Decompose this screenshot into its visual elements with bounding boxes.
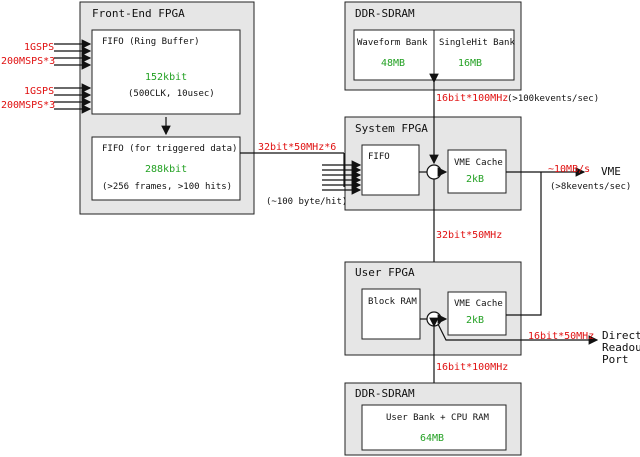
user-bank-box [361, 404, 507, 451]
waveform-bank-title: Waveform Bank [357, 38, 428, 48]
input-1gsps-bottom: 1GSPS [24, 86, 54, 97]
user-to-ddr-label: 16bit*100MHz [436, 362, 508, 373]
front-end-fpga-title: Front-End FPGA [92, 7, 185, 20]
fifo-trig-title: FIFO (for triggered data) [102, 144, 237, 154]
system-fpga-title: System FPGA [355, 122, 428, 135]
waveform-bank-box [353, 29, 435, 81]
user-switch-node [426, 311, 442, 327]
fifo-ring-detail: (500CLK, 10usec) [128, 89, 215, 99]
input-arrows [54, 39, 92, 114]
block-ram-box [361, 288, 421, 340]
per-hit-label: (~100 byte/hit) [266, 197, 347, 207]
system-fifo-title: FIFO [368, 152, 390, 162]
fifo-trig-box [91, 136, 241, 201]
system-vme-cache-size: 2kB [466, 174, 484, 185]
fe-to-sys-arrows [322, 153, 362, 195]
user-vme-cache-title: VME Cache [454, 299, 503, 309]
singlehit-bank-title: SingleHit Bank [439, 38, 515, 48]
input-1gsps-top: 1GSPS [24, 42, 54, 53]
direct-rate-label: 16bit*50MHz [528, 331, 594, 342]
ddr-bottom-title: DDR-SDRAM [355, 387, 415, 400]
direct-label-line2: Readout [602, 341, 640, 354]
fifo-ring-size: 152kbit [145, 72, 187, 83]
fifo-trig-size: 288kbit [145, 164, 187, 175]
system-fifo-box [361, 144, 420, 196]
waveform-bank-size: 48MB [381, 58, 405, 69]
sys-to-user-label: 32bit*50MHz [436, 230, 502, 241]
user-bank-size: 64MB [420, 433, 444, 444]
vme-label: VME [601, 165, 621, 178]
direct-readout-line [437, 323, 599, 345]
fe-to-sys-label: 32bit*50MHz*6 [258, 142, 336, 153]
input-200msps-bottom: 200MSPS*3 [1, 100, 55, 111]
ddr-to-sys-label: 16bit*100MHz [436, 93, 508, 104]
singlehit-bank-box [433, 29, 515, 81]
system-vme-cache-box [447, 149, 507, 194]
fifo-ring-box [91, 29, 241, 115]
user-vme-cache-size: 2kB [466, 315, 484, 326]
vme-rate-label: (>8kevents/sec) [550, 182, 631, 192]
ddr-rate-label: (>100kevents/sec) [507, 94, 599, 104]
input-200msps-top: 200MSPS*3 [1, 56, 55, 67]
system-switch-node [426, 164, 442, 180]
vme-rate-red: ~10MB/s [548, 164, 590, 175]
direct-label-line3: Port [602, 353, 629, 366]
fifo-ring-title: FIFO (Ring Buffer) [102, 37, 200, 47]
user-vme-cache-box [447, 291, 507, 336]
fifo-trig-detail: (>256 frames, >100 hits) [102, 182, 232, 192]
ddr-top-title: DDR-SDRAM [355, 7, 415, 20]
user-cache-to-vme [506, 172, 542, 316]
system-vme-cache-title: VME Cache [454, 158, 503, 168]
direct-label-line1: Direct [602, 329, 640, 342]
singlehit-bank-size: 16MB [458, 58, 482, 69]
user-bank-title: User Bank + CPU RAM [386, 413, 490, 423]
block-ram-title: Block RAM [368, 297, 417, 307]
user-fpga-title: User FPGA [355, 266, 415, 279]
